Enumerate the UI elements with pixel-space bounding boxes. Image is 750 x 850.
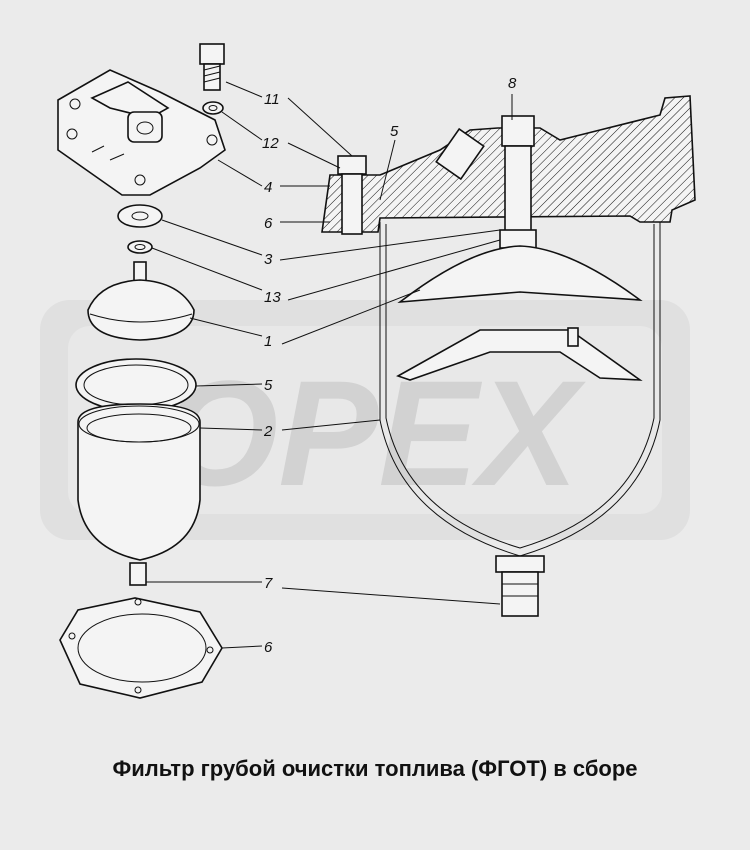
callout-11: 11	[264, 91, 280, 108]
callout-8: 8	[508, 75, 517, 92]
callout-12: 12	[262, 135, 279, 152]
callout-2: 2	[263, 423, 273, 440]
watermark-text: OPEX	[162, 349, 587, 517]
distributor-cone-1	[87, 261, 195, 341]
callout-7: 7	[264, 575, 273, 592]
washer-13	[127, 240, 153, 254]
gasket-3	[117, 204, 163, 228]
callout-labels: 11 12 5 8 4 6 3 13 1 5 2 7 6	[262, 75, 517, 656]
assembly-section	[321, 95, 696, 617]
watermark: OPEX	[40, 300, 690, 540]
callout-4: 4	[264, 179, 272, 196]
bolt-11	[199, 43, 225, 91]
callout-6-bottom: 6	[264, 639, 273, 656]
callout-5-mid: 5	[264, 377, 273, 394]
callout-1: 1	[264, 333, 272, 350]
sealing-ring-5	[75, 358, 197, 412]
drain-plug-7	[129, 562, 147, 586]
cover-plate-4	[57, 69, 226, 196]
leader-lines	[146, 81, 513, 649]
callout-5-top: 5	[390, 123, 399, 140]
bowl-2	[77, 403, 201, 561]
callout-3: 3	[264, 251, 273, 268]
diagram-caption: Фильтр грубой очистки топлива (ФГОТ) в с…	[112, 756, 638, 781]
callout-6-top: 6	[264, 215, 273, 232]
flange-ring-6	[59, 597, 223, 699]
washer-12	[202, 101, 224, 115]
callout-13: 13	[264, 289, 281, 306]
